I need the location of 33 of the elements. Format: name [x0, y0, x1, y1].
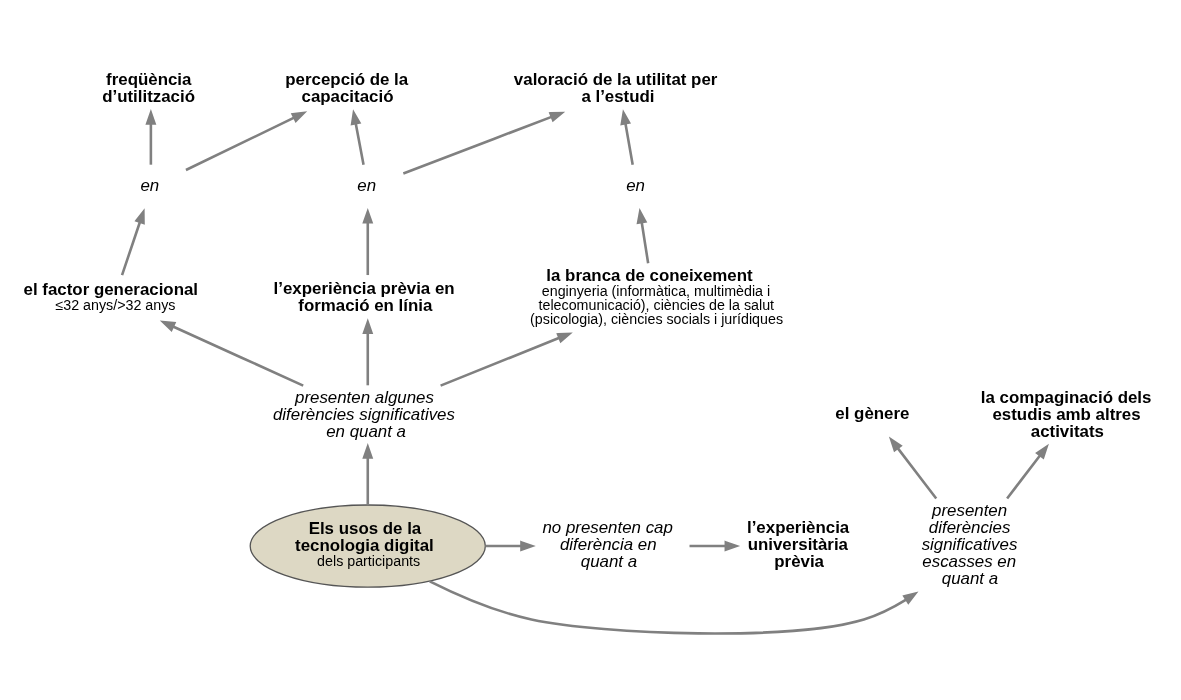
- arrow: [362, 207, 374, 276]
- node-text: el gènere: [835, 404, 910, 424]
- node-text: en: [357, 176, 377, 196]
- arrow: [485, 540, 536, 552]
- arrow: [440, 332, 573, 387]
- arrow: [402, 111, 566, 175]
- node-text: valoració de la utilitat per a l’estudi: [513, 69, 718, 106]
- node-text: percepció de la capacitació: [285, 69, 409, 106]
- node-text: presenten diferències significatives escasses en quant a: [921, 501, 1018, 588]
- arrow: [888, 436, 938, 500]
- node-text: en: [626, 176, 645, 196]
- arrow: [120, 208, 145, 276]
- arrow: [362, 318, 374, 386]
- node-text: l’experiència universitària prèvia: [747, 517, 850, 571]
- node-text: presenten algunes diferències significatives en quant a: [272, 388, 455, 441]
- arrow: [636, 208, 650, 264]
- arrow: [185, 111, 308, 172]
- node-text: el factor generacional ≤32 anys/>32 anys: [23, 280, 199, 314]
- arrow: [429, 580, 919, 635]
- node-text: l’experiència prèvia en formació en línia: [273, 278, 455, 315]
- arrow: [1006, 443, 1049, 500]
- arrow: [350, 109, 365, 165]
- arrow: [159, 320, 304, 387]
- arrow: [362, 443, 374, 505]
- arrow: [145, 109, 157, 165]
- arrow: [620, 109, 634, 165]
- node-text: no presenten cap diferència en quant a: [542, 517, 673, 571]
- node-text: la compaginació dels estudis amb altres activitats: [980, 388, 1152, 441]
- node-ellipse: Els usos de la tecnologia digital dels participants: [249, 504, 486, 588]
- arrow: [689, 540, 741, 552]
- node-text: la branca de coneixement enginyeria (informàtica, multimèdia i telecomunicació), ciències de la salut (psicologia), ciències socials i jurídiques: [530, 266, 784, 328]
- node-text: freqüència d’utilització: [102, 69, 195, 106]
- node-text: en: [140, 176, 160, 196]
